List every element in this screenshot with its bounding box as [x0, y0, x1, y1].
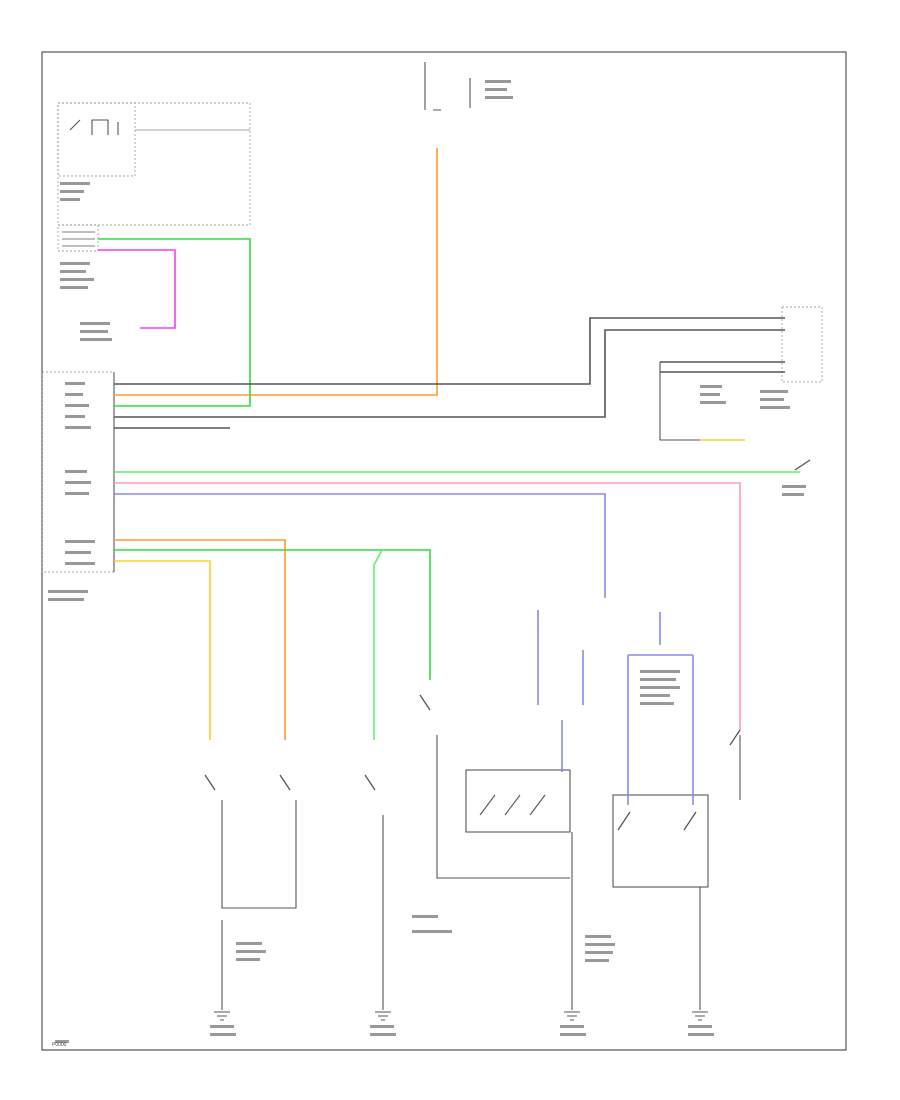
- connector-icon: [62, 231, 95, 247]
- green-drop-wire-b: [373, 549, 383, 740]
- black-run-4: [660, 361, 785, 373]
- ground-loop-left: [221, 800, 297, 909]
- figure-id: P0000: [52, 1042, 67, 1048]
- green-cluster-wire: [98, 238, 251, 407]
- diagram-frame: [41, 51, 847, 1051]
- seat-switch-assembly: [465, 769, 571, 833]
- pink-wire: [114, 482, 741, 730]
- label-marks: [48, 80, 806, 1043]
- switch-contacts-icon: [479, 794, 546, 816]
- blue-door-loop: [627, 654, 694, 805]
- yellow-drop-wire: [114, 560, 211, 740]
- blue-wire: [114, 493, 606, 598]
- black-run-2: [114, 329, 785, 418]
- security-indicator-icon: [69, 119, 119, 135]
- switch-icon: [204, 694, 741, 831]
- fuse-icon: [424, 62, 441, 111]
- connector-block: [57, 224, 99, 252]
- ground-drops: [221, 815, 701, 1010]
- instrument-cluster-block: [57, 102, 251, 226]
- ignition-switch-icon: [794, 459, 811, 471]
- green-drop-wire-a: [114, 549, 431, 680]
- right-connector: [781, 306, 823, 383]
- ground-icon: [214, 1011, 708, 1021]
- magenta-wire: [98, 249, 176, 329]
- orange-drop-wire: [114, 539, 286, 740]
- orange-feed-wire: [114, 148, 438, 396]
- center-return-wire: [436, 735, 570, 879]
- door-switch-box: [612, 794, 709, 888]
- black-run-1: [114, 317, 785, 385]
- security-block: [57, 102, 136, 177]
